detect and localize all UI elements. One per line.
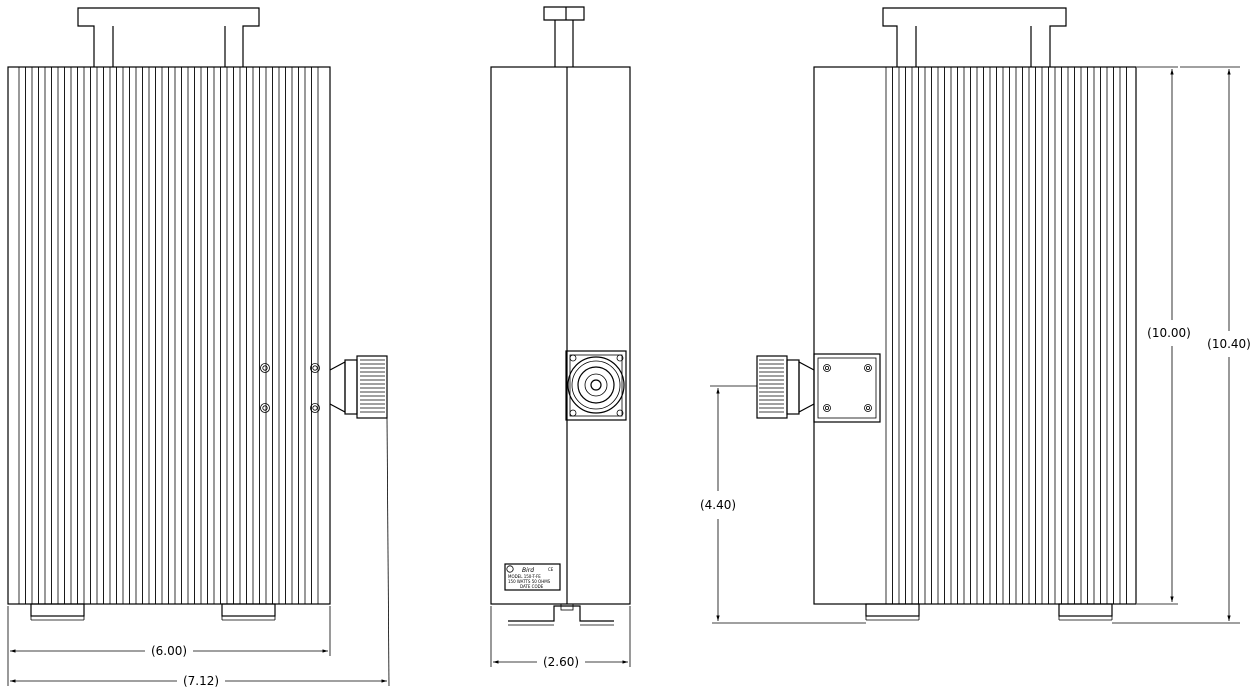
front-n-connector [329,355,390,687]
rear-n-connector [756,355,815,419]
front-connector-thread [360,359,385,413]
dim-side-width: (2.60) [493,655,628,669]
side-view: Bird CE MODEL 150-T-FE 150 WATTS 50 OHMS… [490,6,631,669]
dim-label-6-00: (6.00) [151,644,187,658]
rear-cooling-fins [885,67,1127,604]
front-extension-lines [7,606,331,686]
dim-label-10-00: (10.00) [1147,326,1191,340]
dim-front-inner-width: (6.00) [10,644,328,658]
rear-feet [865,603,1113,621]
side-feet [508,603,614,626]
dim-front-overall-width: (7.12) [10,674,387,688]
rear-mount-plate [813,353,881,423]
side-extension-lines [490,606,631,667]
front-feet [30,603,276,621]
rear-connector-thread [759,359,784,413]
front-handle [77,7,260,67]
side-handle [543,6,585,67]
dim-label-10-40: (10.40) [1207,337,1251,351]
nameplate-model: MODEL 150-T-FE [508,574,541,579]
front-body [7,66,331,605]
nameplate: Bird CE MODEL 150-T-FE 150 WATTS 50 OHMS… [504,563,561,591]
rear-extension-lines [710,66,1240,624]
dim-label-2-60: (2.60) [543,655,579,669]
nameplate-rating: 150 WATTS 50 OHMS [508,579,551,584]
front-mount-screws [260,363,320,413]
rear-body [813,66,1137,605]
front-view: (6.00) (7.12) [7,7,390,688]
dim-label-7-12: (7.12) [183,674,219,688]
rear-handle [882,7,1067,67]
dim-rear-body-height: (10.00) [1147,69,1191,602]
nameplate-ce-mark: CE [548,567,554,572]
dim-label-4-40: (4.40) [700,498,736,512]
nameplate-date-code: DATE CODE [520,584,544,589]
rear-view: (4.40) (10.00) (10.40) [700,7,1251,624]
front-cooling-fins [18,67,319,604]
dim-rear-overall-height: (10.40) [1207,69,1251,621]
dim-rear-connector-height: (4.40) [700,388,736,621]
side-body [490,66,631,605]
nameplate-brand: Bird [522,567,534,574]
side-connector-flange [565,350,627,421]
